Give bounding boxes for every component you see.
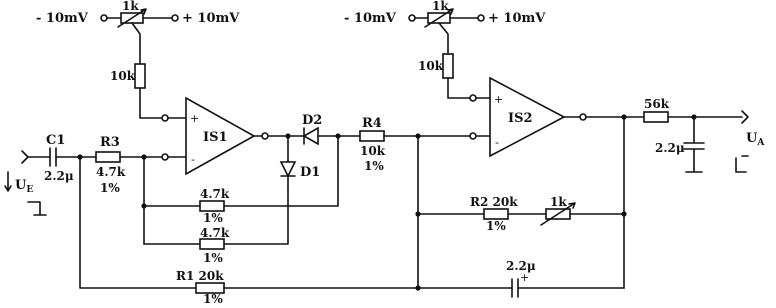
right-trim-pos-label: + 10mV <box>488 11 546 26</box>
is2-plus-sign: + <box>494 93 503 106</box>
left-trim-pos-label: + 10mV <box>182 11 240 26</box>
left-trim-wiper-wire <box>131 22 141 65</box>
r56k-resistor <box>643 111 669 123</box>
r2-label: R2 20k <box>470 195 518 209</box>
opamp-is1-body <box>185 96 256 176</box>
c1-capacitor <box>49 147 57 167</box>
fb-a-right-wire <box>223 135 339 207</box>
d1-diode <box>279 161 297 178</box>
r1-left-wire <box>79 156 197 289</box>
d1-label: D1 <box>300 165 320 180</box>
d2-diode <box>302 126 319 146</box>
bottom-cap-plus: + <box>520 271 529 284</box>
right-trim-wiper-wire <box>438 22 449 55</box>
right-trim-to-plus-wire <box>447 77 471 99</box>
r2-pot-label: 1k <box>550 195 567 209</box>
right-offset-trim: - 10mV 1k + 10mV 10k <box>344 0 546 102</box>
output-ground <box>735 155 749 173</box>
output-cap <box>683 116 705 173</box>
opamp-is2-label: IS2 <box>508 111 533 126</box>
is1-plus-sign: + <box>190 112 199 125</box>
fb-a-value: 4.7k <box>200 187 230 201</box>
output-cap-value: 2.2μ <box>655 141 685 155</box>
left-trim-pot-label: 1k <box>122 0 139 13</box>
fb-47k-a-resistor <box>199 200 225 212</box>
left-trim-neg-label: - 10mV <box>36 11 89 26</box>
left-trim-pos-terminal <box>171 14 179 22</box>
node-d2 <box>335 133 341 139</box>
right-trim-neg-terminal <box>408 14 416 22</box>
left-trim-pot-arrow <box>117 8 147 28</box>
input-ground <box>27 201 47 216</box>
c1-value: 2.2μ <box>44 169 74 183</box>
input-label: UE <box>15 178 33 195</box>
opamp-is2-body <box>489 76 566 158</box>
opamp-is1: + - IS1 <box>185 96 256 176</box>
r4-resistor <box>359 130 385 142</box>
input-arrow <box>4 171 12 192</box>
left-trim-to-plus-wire <box>139 87 163 119</box>
right-trim-pot-arrow <box>424 8 454 28</box>
r3-label: R3 <box>100 135 120 150</box>
r3-resistor <box>95 151 121 163</box>
d2-label: D2 <box>302 113 322 128</box>
input-section: C1 2.2μ R3 4.7k 1% UE <box>4 133 187 216</box>
r2-resistor <box>483 208 509 220</box>
r56k-label: 56k <box>644 97 670 111</box>
right-trim-res-label: 10k <box>418 59 444 73</box>
r1-label: R1 20k <box>176 269 224 283</box>
fb-b-value: 4.7k <box>200 226 230 240</box>
bottom-cap <box>511 278 519 298</box>
fb-47k-b-resistor <box>199 238 225 250</box>
fb-b-right-wire <box>223 185 289 245</box>
opamp-is1-label: IS1 <box>203 130 228 145</box>
r3-tol: 1% <box>100 181 120 195</box>
r4-section: R4 10k 1% <box>359 116 491 291</box>
r1-tol: 1% <box>203 292 223 306</box>
right-trim-pos-terminal <box>477 14 485 22</box>
opamp-is2: + - IS2 <box>489 76 566 158</box>
fb-b-tol: 1% <box>203 251 223 265</box>
is2-minus-node <box>469 132 477 140</box>
is2-out-node <box>579 113 587 121</box>
output-section: 56k 2.2μ UA <box>563 97 765 289</box>
right-trim-resistor <box>442 53 454 79</box>
diode-section: D2 D1 <box>253 113 361 187</box>
r2-pot-arrow <box>540 202 576 226</box>
left-offset-trim: - 10mV 1k + 10mV 10k <box>36 0 240 122</box>
output-label: UA <box>746 131 765 148</box>
left-trim-neg-terminal <box>100 14 108 22</box>
r2-tol: 1% <box>486 219 506 233</box>
left-trim-resistor <box>134 63 146 89</box>
fb-a-tol: 1% <box>203 211 223 225</box>
r2-section: R2 20k 1% 1k <box>417 195 627 233</box>
is1-minus-node <box>161 153 169 161</box>
c1-label: C1 <box>46 133 65 148</box>
is1-out-node <box>261 132 269 140</box>
bottom-cap-value: 2.2μ <box>506 259 536 273</box>
r1-section: R1 20k 1% 2.2μ + <box>79 156 625 306</box>
right-trim-neg-label: - 10mV <box>344 11 397 26</box>
is1-plus-node <box>161 114 169 122</box>
left-trim-res-label: 10k <box>110 69 136 83</box>
input-terminal <box>21 150 29 164</box>
output-terminal <box>741 110 749 124</box>
r4-label: R4 <box>362 116 382 131</box>
r3-value: 4.7k <box>96 165 126 179</box>
is1-minus-sign: - <box>191 153 195 166</box>
is2-plus-node <box>469 94 477 102</box>
feedback-resistors: 4.7k 1% 4.7k 1% <box>141 135 339 265</box>
r4-tol: 1% <box>364 159 384 173</box>
r4-value: 10k <box>360 144 386 158</box>
right-trim-pot-label: 1k <box>432 0 449 13</box>
node-r2-right <box>621 211 627 217</box>
is2-minus-sign: - <box>495 136 499 149</box>
